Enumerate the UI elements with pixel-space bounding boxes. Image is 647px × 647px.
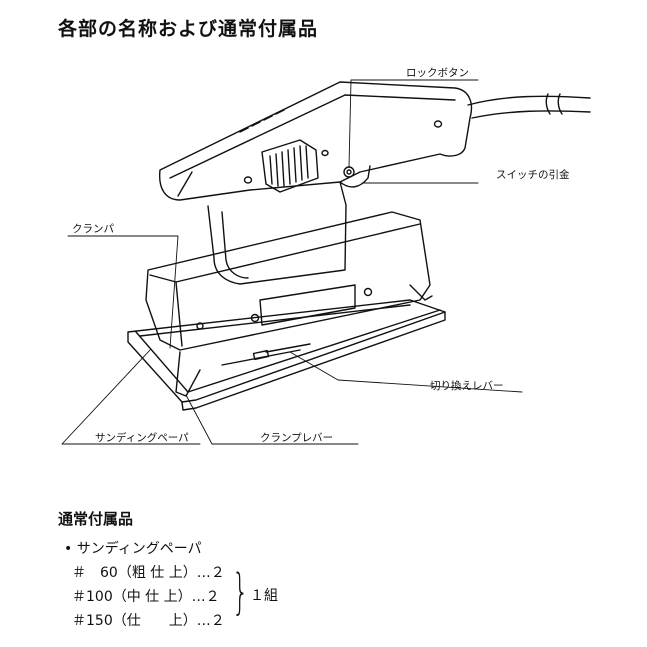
- accessory-row-60: ＃ 60（粗 仕 上）…２: [72, 565, 225, 581]
- accessories-title: 通常付属品: [58, 510, 134, 528]
- label-switch-trigger: スイッチの引金: [496, 169, 570, 181]
- accessory-row-100: ＃100（中 仕 上）…２: [72, 589, 220, 605]
- trigger-area: [339, 165, 371, 188]
- label-clamp-lever: クランプレバー: [260, 432, 334, 444]
- handle: [158, 81, 473, 201]
- label-lock-button: ロックボタン: [406, 67, 469, 79]
- accessory-item: • サンディングペーパ: [64, 541, 202, 557]
- label-sanding-paper: サンディングペーパ: [95, 432, 189, 444]
- label-clamper: クランパ: [72, 223, 114, 235]
- base-housing: [145, 211, 431, 351]
- vent-grill: [261, 139, 319, 193]
- page-title: 各部の名称および通常付属品: [58, 18, 319, 40]
- power-cord: [467, 93, 591, 119]
- motor-body: [207, 181, 347, 285]
- leader-lines: [61, 79, 523, 445]
- sanding-pad: [127, 299, 446, 411]
- accessory-row-150: ＃150（仕 上）…２: [72, 613, 225, 629]
- label-switch-lever: 切り換えレバー: [430, 380, 504, 392]
- accessory-set-label: １組: [250, 588, 278, 604]
- clamp-lever: [175, 284, 433, 397]
- accessory-brace: }: [232, 564, 249, 620]
- switch-lever: [221, 343, 311, 366]
